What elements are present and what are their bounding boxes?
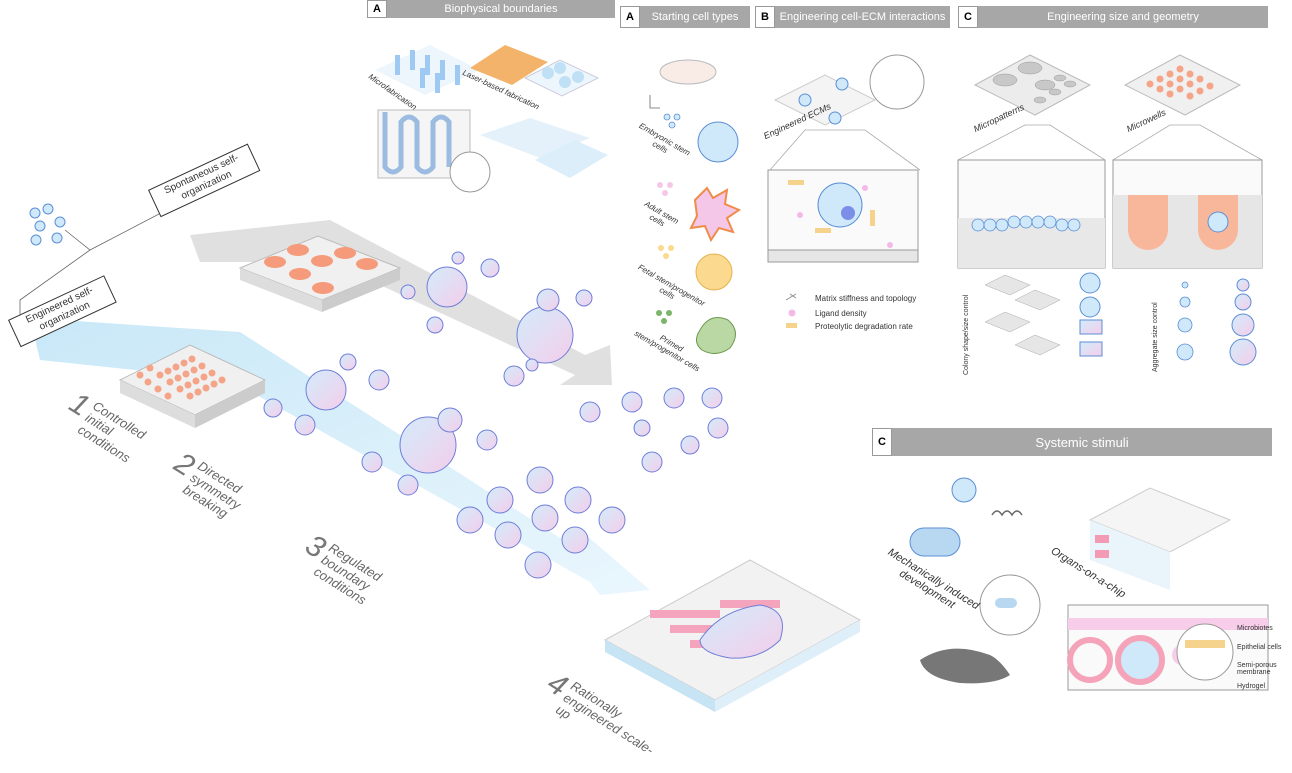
engineered-arrow — [30, 318, 650, 595]
initial-cells — [29, 203, 66, 246]
header-starting: A Starting cell types — [620, 6, 750, 28]
cell-types-illustration — [649, 59, 742, 354]
fabrication-illustration — [375, 45, 608, 193]
floating-cells — [263, 251, 729, 579]
layer-membrane: Semi-porous membrane — [1237, 662, 1277, 676]
header-title: Engineering cell-ECM interactions — [775, 6, 950, 28]
ecm-illustration — [767, 54, 925, 328]
header-title: Systemic stimuli — [892, 428, 1272, 456]
header-systemic: C Systemic stimuli — [872, 428, 1272, 456]
layer-epithelial: Epithelial cells — [1237, 644, 1282, 651]
plate-spontaneous — [238, 235, 402, 312]
systemic-illustration — [909, 477, 1269, 691]
illustration-canvas — [19, 45, 1269, 712]
header-letter: B — [755, 6, 775, 28]
size-illustration — [957, 54, 1263, 366]
header-title: Engineering size and geometry — [978, 6, 1268, 28]
header-ecm: B Engineering cell-ECM interactions — [755, 6, 950, 28]
scaleup-device — [603, 559, 862, 712]
layer-microbiotes: Microbiotes — [1237, 625, 1273, 632]
ecm-legend-ligand: Ligand density — [815, 309, 867, 318]
colony-control-label: Colony shape/size control — [963, 294, 970, 375]
header-letter: A — [367, 0, 387, 18]
ecm-legend-stiffness: Matrix stiffness and topology — [815, 294, 917, 303]
header-letter: A — [620, 6, 640, 28]
header-biophysical: A Biophysical boundaries — [367, 0, 615, 18]
header-title: Biophysical boundaries — [387, 0, 615, 18]
plate-engineered — [118, 344, 267, 428]
layer-hydrogel: Hydrogel — [1237, 683, 1266, 690]
ecm-legend-proteolytic: Proteolytic degradation rate — [815, 322, 913, 331]
header-size: C Engineering size and geometry — [958, 6, 1268, 28]
header-letter: C — [958, 6, 978, 28]
header-letter: C — [872, 428, 892, 456]
aggregate-control-label: Aggregate size control — [1152, 302, 1159, 372]
header-title: Starting cell types — [640, 6, 750, 28]
